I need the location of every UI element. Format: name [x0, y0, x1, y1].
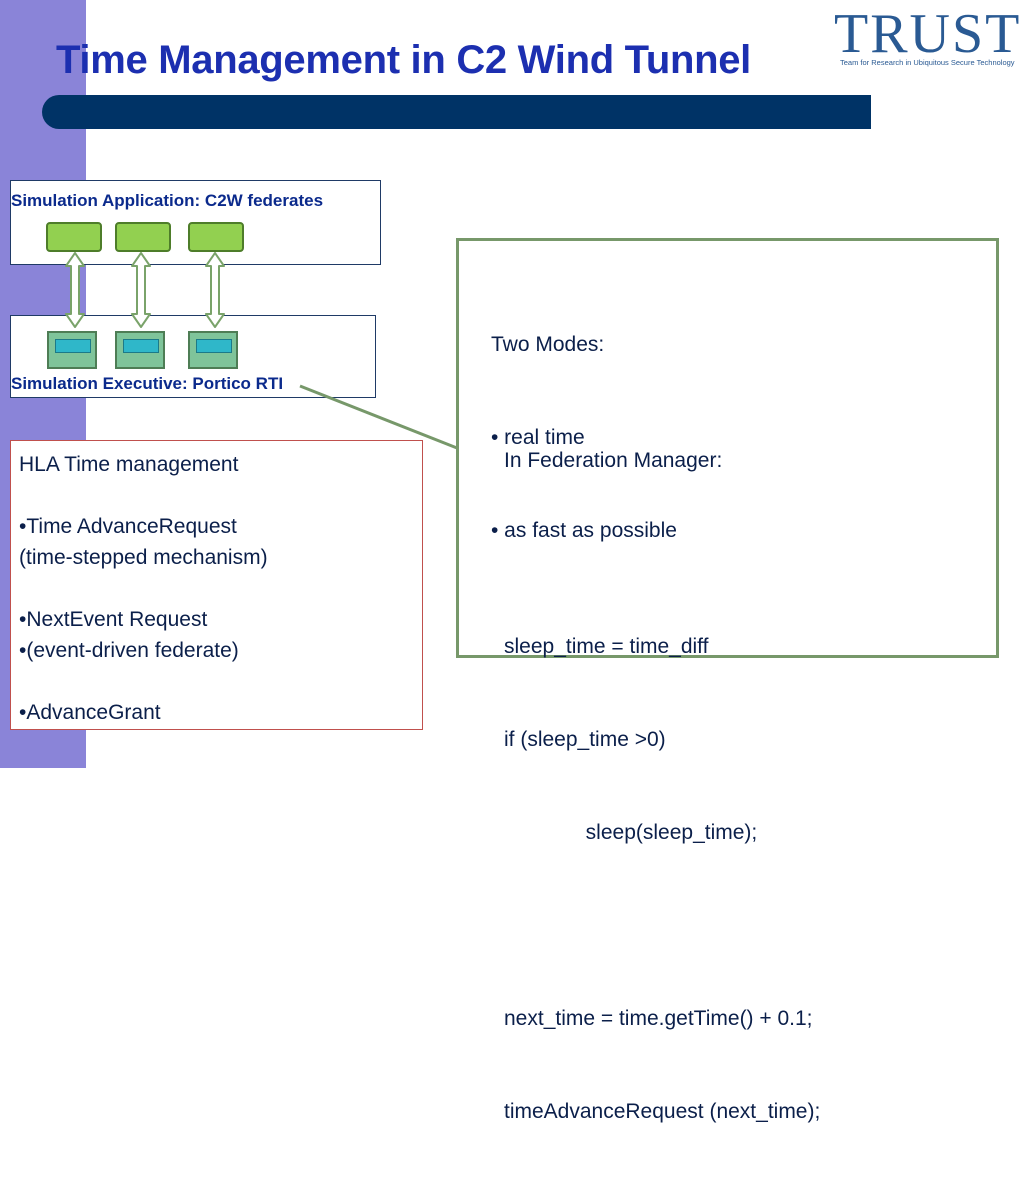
- diagram-connectors: [65, 252, 458, 450]
- hla-line: •(event-driven federate): [19, 639, 239, 662]
- title-bar: [42, 95, 871, 129]
- code-line: [504, 538, 820, 569]
- federate-3: [188, 222, 244, 252]
- federate-1: [46, 222, 102, 252]
- hla-line: [19, 573, 414, 604]
- modes-line: • as fast as possible: [491, 519, 677, 542]
- app-layer-label: Simulation Application: C2W federates: [11, 191, 324, 210]
- exec-layer-label: Simulation Executive: Portico RTI: [11, 374, 284, 393]
- code-line: sleep(sleep_time);: [504, 821, 758, 844]
- slide-title: Time Management in C2 Wind Tunnel: [56, 38, 751, 82]
- hla-line: HLA Time management: [19, 453, 239, 476]
- hla-line: [19, 480, 414, 511]
- code-line: [504, 910, 820, 941]
- code-line: sleep_time = time_diff: [504, 635, 709, 658]
- modes-line: Two Modes:: [491, 333, 605, 356]
- hla-line: •NextEvent Request: [19, 608, 208, 631]
- hla-line: •Time AdvanceRequest: [19, 515, 237, 538]
- federate-2: [115, 222, 171, 252]
- federation-manager-code: In Federation Manager: sleep_time = time…: [504, 383, 820, 1189]
- rti-module-2: [115, 331, 165, 369]
- trust-logo: TRUST Team for Research in Ubiquitous Se…: [834, 3, 1022, 68]
- modes-line: • real time: [491, 426, 585, 449]
- app-layer-box: Simulation Application: C2W federates: [10, 180, 381, 265]
- callout-connector: [299, 384, 458, 450]
- double-arrow-2: [131, 252, 151, 328]
- double-arrow-3: [205, 252, 225, 328]
- double-arrow-1: [65, 252, 85, 328]
- code-line: timeAdvanceRequest (next_time);: [504, 1100, 821, 1123]
- code-line: if (sleep_time >0): [504, 728, 666, 751]
- exec-layer-box: Simulation Executive: Portico RTI: [10, 315, 376, 398]
- time-modes-callout: Two Modes: • real time • as fast as poss…: [456, 238, 999, 1123]
- hla-line: (time-stepped mechanism): [19, 546, 268, 569]
- logo-subtitle: Team for Research in Ubiquitous Secure T…: [840, 58, 1015, 67]
- rti-module-3: [188, 331, 238, 369]
- modes-list: Two Modes: • real time • as fast as poss…: [491, 267, 677, 608]
- code-line: In Federation Manager:: [504, 449, 723, 472]
- logo-text: TRUST: [834, 3, 1022, 65]
- hla-line: [19, 666, 414, 697]
- hla-line: •AdvanceGrant: [19, 701, 161, 724]
- hla-time-management-box: HLA Time management •Time AdvanceRequest…: [10, 440, 423, 730]
- code-line: next_time = time.getTime() + 0.1;: [504, 1007, 813, 1030]
- rti-module-1: [47, 331, 97, 369]
